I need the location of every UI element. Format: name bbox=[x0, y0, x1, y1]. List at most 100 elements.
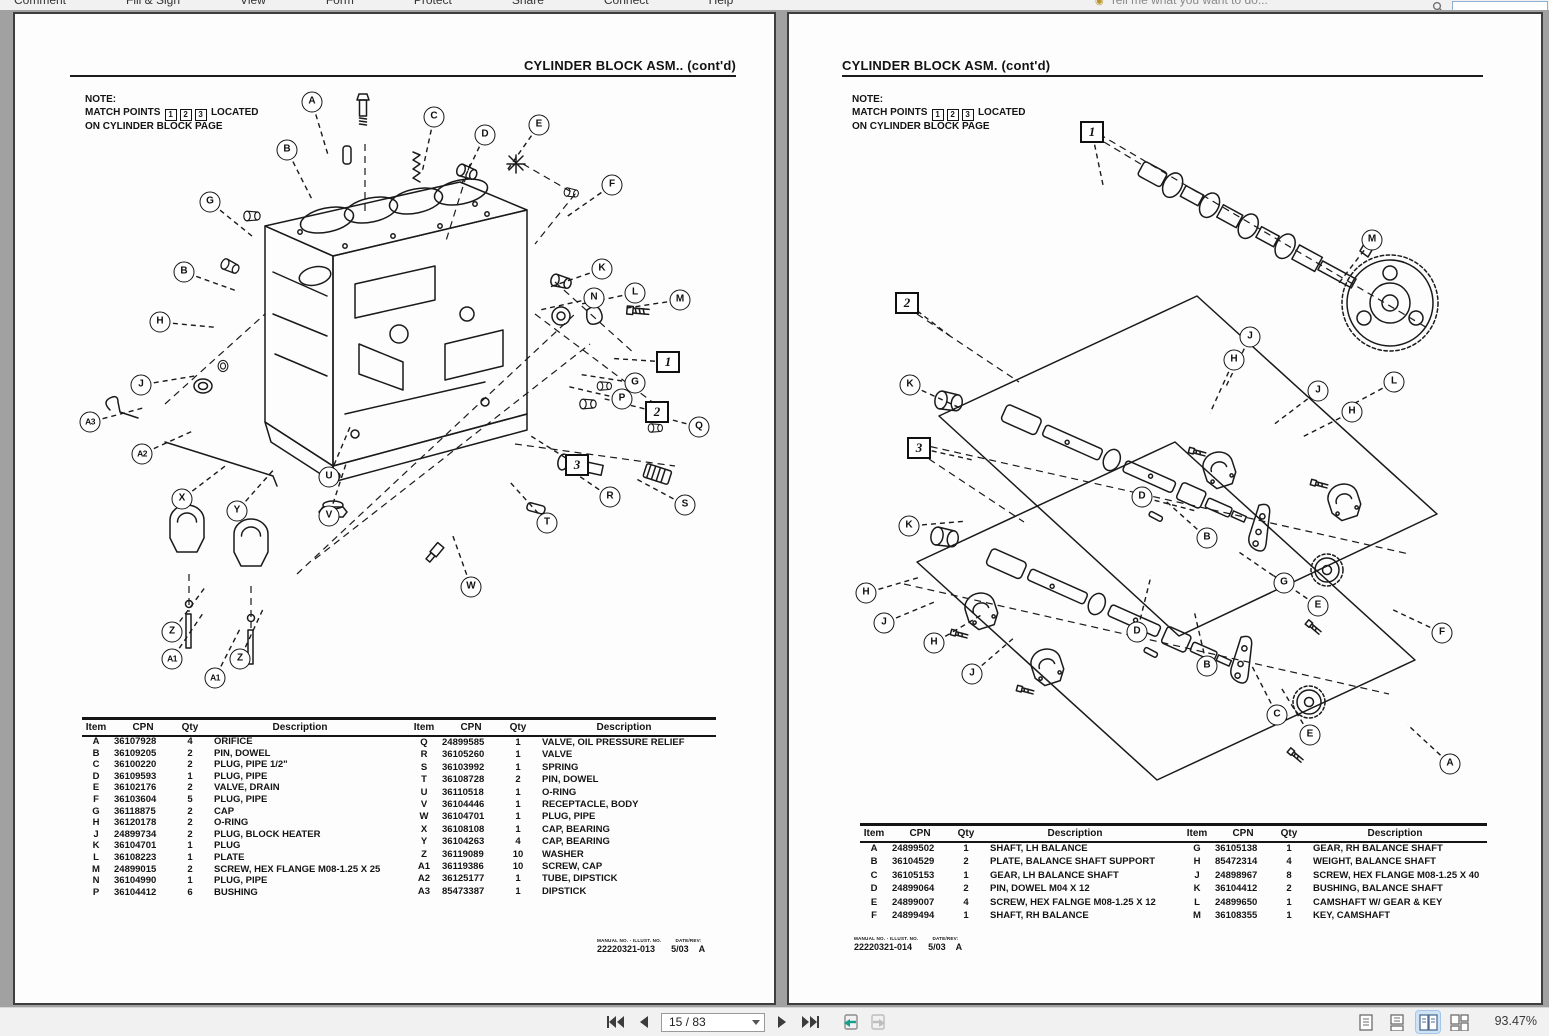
table-cell: PLUG, PIPE bbox=[542, 811, 596, 823]
zoom-percentage: 93.47% bbox=[1494, 1014, 1537, 1028]
table-cell: PLUG bbox=[214, 840, 241, 852]
table-cell: 10 bbox=[512, 861, 524, 873]
column-header: CPN bbox=[1232, 828, 1254, 839]
previous-page-button[interactable] bbox=[633, 1011, 655, 1033]
match-point-box-3: 3 bbox=[565, 454, 589, 476]
first-page-button[interactable] bbox=[605, 1011, 627, 1033]
table-cell: 24899007 bbox=[892, 896, 935, 908]
menu-item-protect[interactable]: Protect bbox=[413, 0, 452, 7]
table-cell: 36120178 bbox=[114, 817, 157, 829]
table-cell: P bbox=[92, 886, 100, 898]
table-cell: PLUG, PIPE bbox=[214, 793, 268, 805]
menu-item-fill-sign[interactable]: Fill & Sign bbox=[126, 0, 181, 7]
callout-M: M bbox=[1361, 229, 1383, 251]
table-cell: 1 bbox=[515, 823, 521, 835]
menu-item-help[interactable]: Help bbox=[708, 0, 734, 7]
table-cell: 1 bbox=[187, 840, 193, 852]
table-cell: 1 bbox=[1286, 910, 1292, 922]
table-cell: Q bbox=[420, 736, 428, 748]
table-cell: 4 bbox=[1286, 856, 1292, 868]
table-cell: 1 bbox=[515, 736, 521, 748]
view-mode-buttons bbox=[1354, 1010, 1471, 1034]
table-cell: M bbox=[92, 863, 100, 875]
status-bar: 15 / 83 93.47% bbox=[0, 1007, 1549, 1036]
facing-view-button[interactable] bbox=[1415, 1010, 1441, 1034]
column-header: Qty bbox=[1280, 828, 1298, 839]
page-dropdown-caret[interactable] bbox=[752, 1019, 760, 1025]
column-header: CPN bbox=[132, 722, 154, 733]
table-cell: 10 bbox=[512, 848, 524, 860]
next-view-button[interactable] bbox=[867, 1011, 889, 1033]
table-cell: PLATE, BALANCE SHAFT SUPPORT bbox=[990, 856, 1156, 868]
table-cell: 36107928 bbox=[114, 736, 157, 747]
search-input[interactable] bbox=[1452, 1, 1548, 10]
continuous-facing-view-button[interactable] bbox=[1447, 1011, 1471, 1033]
menu-item-view[interactable]: View bbox=[240, 0, 266, 7]
table-cell: 1 bbox=[963, 843, 969, 854]
table-cell: 24899585 bbox=[442, 736, 485, 748]
page-title: CYLINDER BLOCK ASM.. (cont'd) bbox=[523, 58, 736, 73]
column-header: Description bbox=[596, 722, 652, 733]
match-point-3: 3 bbox=[961, 108, 974, 121]
table-cell: 1 bbox=[963, 910, 969, 922]
callout-J: J bbox=[1307, 380, 1329, 402]
column-header: Item bbox=[863, 828, 885, 839]
table-cell: F bbox=[871, 910, 877, 922]
document-workspace: CYLINDER BLOCK ASM.. (cont'd) NOTE: MATC… bbox=[0, 10, 1549, 1008]
callout-Z: Z bbox=[161, 621, 183, 643]
table-cell: PLUG, PIPE bbox=[214, 770, 268, 782]
table-cell: 85472314 bbox=[1215, 856, 1258, 868]
callout-A3: A3 bbox=[79, 411, 101, 433]
callout-C: C bbox=[1266, 704, 1288, 726]
page-title: CYLINDER BLOCK ASM. (cont'd) bbox=[842, 58, 1051, 73]
table-cell: V bbox=[420, 798, 428, 810]
table-cell: 36100220 bbox=[114, 759, 157, 771]
table-cell: 4 bbox=[187, 736, 193, 747]
search-icon[interactable] bbox=[1432, 1, 1444, 10]
table-cell: B bbox=[92, 747, 100, 759]
callout-E: E bbox=[1307, 595, 1329, 617]
callout-H: H bbox=[855, 582, 877, 604]
table-cell: 2 bbox=[187, 817, 193, 829]
table-cell: GEAR, RH BALANCE SHAFT bbox=[1313, 843, 1443, 854]
menu-item-form[interactable]: Form bbox=[325, 0, 354, 7]
callout-Q: Q bbox=[688, 416, 710, 438]
match-point-box-1: 1 bbox=[656, 351, 680, 373]
table-cell: C bbox=[92, 759, 100, 771]
match-point-box-2: 2 bbox=[645, 401, 669, 423]
menu-item-share[interactable]: Share bbox=[511, 0, 544, 7]
tell-me-hint: ◉Tell me what you want to do... bbox=[1095, 0, 1268, 7]
table-cell: C bbox=[870, 869, 878, 881]
last-page-button[interactable] bbox=[799, 1011, 821, 1033]
table-cell: 1 bbox=[187, 770, 193, 782]
callout-L: L bbox=[624, 282, 646, 304]
callout-A2: A2 bbox=[131, 443, 153, 465]
callout-U: U bbox=[318, 466, 340, 488]
table-cell: 36125177 bbox=[442, 873, 485, 885]
page-number-input[interactable]: 15 / 83 bbox=[661, 1012, 765, 1032]
table-cell: 2 bbox=[187, 828, 193, 840]
table-cell: R bbox=[420, 749, 428, 761]
column-header: CPN bbox=[909, 828, 931, 839]
continuous-view-button[interactable] bbox=[1385, 1011, 1409, 1033]
table-cell: T bbox=[421, 774, 427, 786]
table-cell: PLATE bbox=[214, 851, 245, 863]
table-cell: 36118875 bbox=[114, 805, 156, 817]
menu-item-connect[interactable]: Connect bbox=[603, 0, 649, 7]
table-cell: A bbox=[92, 736, 100, 747]
next-page-button[interactable] bbox=[771, 1011, 793, 1033]
previous-view-button[interactable] bbox=[839, 1011, 861, 1033]
table-cell: 24899734 bbox=[114, 828, 157, 840]
table-cell: VALVE bbox=[542, 749, 573, 761]
page-footer: MANUAL NO. - ILLUST. NO.DATE/REV: 222203… bbox=[854, 936, 963, 952]
callout-A: A bbox=[301, 91, 323, 113]
callout-J: J bbox=[1239, 326, 1261, 348]
table-cell: CAP, BEARING bbox=[542, 823, 610, 835]
single-page-view-button[interactable] bbox=[1354, 1011, 1378, 1033]
table-cell: PLUG, BLOCK HEATER bbox=[214, 828, 321, 840]
menu-item-comment[interactable]: Comment bbox=[14, 0, 67, 7]
